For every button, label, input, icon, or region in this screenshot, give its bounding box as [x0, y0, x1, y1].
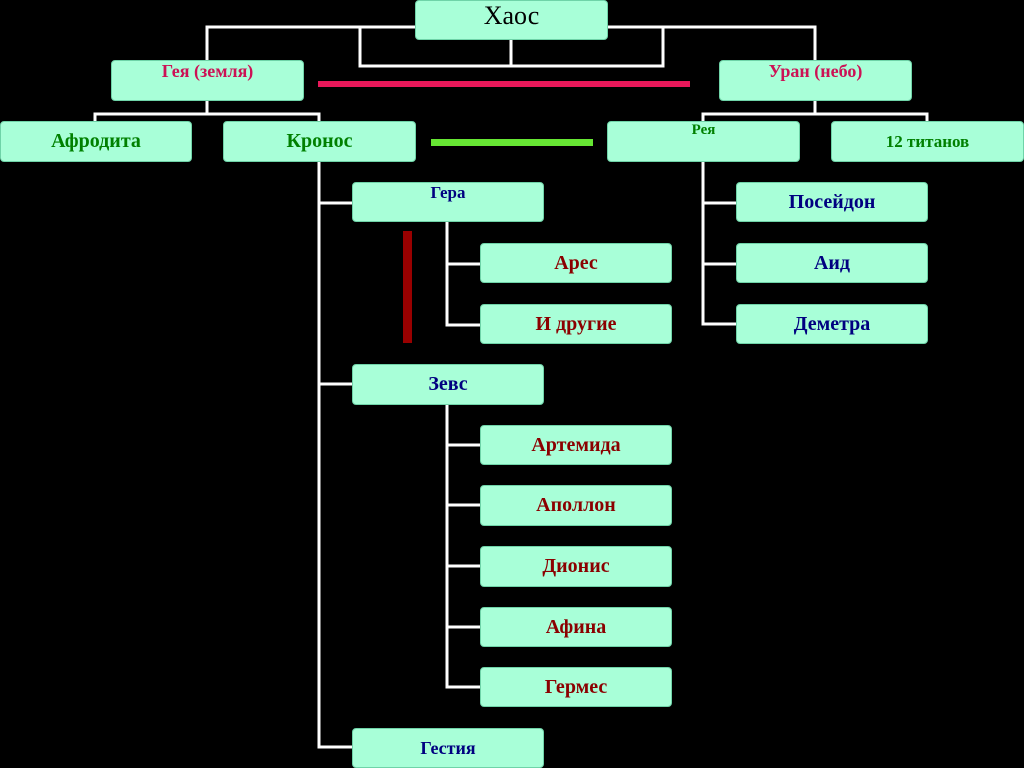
node-hades-label: Аид — [813, 251, 851, 274]
node-poseidon: Посейдон — [736, 182, 928, 222]
node-dionysus: Дионис — [480, 546, 672, 587]
node-kronos-label: Кронос — [286, 130, 353, 152]
node-rhea: Рея — [607, 121, 800, 162]
node-dionysus-label: Дионис — [542, 555, 610, 577]
node-demeter: Деметра — [736, 304, 928, 344]
node-titans-label: 12 титанов — [885, 131, 970, 151]
node-chaos-label: Хаос — [483, 1, 540, 30]
node-rhea-label: Рея — [691, 122, 716, 138]
node-artemis-label: Артемида — [531, 433, 621, 456]
node-hera-label: Гера — [430, 183, 466, 202]
marriage-bar-hera-zeus — [403, 231, 412, 343]
node-athena: Афина — [480, 607, 672, 647]
node-others: И другие — [480, 304, 672, 344]
connector-hera-trunk — [445, 222, 480, 327]
node-chaos: Хаос — [415, 0, 608, 40]
node-kronos: Кронос — [223, 121, 416, 162]
node-aphrodite: Афродита — [0, 121, 192, 162]
marriage-bar-kronos-rhea — [431, 139, 593, 146]
connector-chaos-split — [358, 25, 817, 68]
node-uranus-label: Уран (небо) — [768, 61, 863, 81]
node-ares-label: Арес — [554, 251, 598, 274]
node-artemis: Артемида — [480, 425, 672, 465]
node-hestia-label: Гестия — [420, 737, 476, 758]
connector-uranus-children — [701, 101, 817, 121]
node-others-label: И другие — [535, 312, 617, 335]
node-aphrodite-label: Афродита — [51, 130, 141, 152]
connector-gaia-kronos — [207, 112, 321, 121]
node-titans: 12 титанов — [831, 121, 1024, 162]
connector-rhea-trunk — [701, 162, 736, 326]
connector-kronos-trunk — [317, 162, 352, 749]
connector-chaos-gaia — [205, 25, 415, 60]
connector-uranus-titans — [815, 112, 929, 121]
connector-gaia-children — [93, 101, 209, 121]
node-hermes: Гермес — [480, 667, 672, 707]
node-hestia: Гестия — [352, 728, 544, 768]
node-hades: Аид — [736, 243, 928, 283]
node-uranus: Уран (небо) — [719, 60, 912, 101]
node-apollo-label: Аполлон — [536, 494, 616, 516]
node-hera: Гера — [352, 182, 544, 222]
node-demeter-label: Деметра — [793, 312, 871, 335]
node-apollo: Аполлон — [480, 485, 672, 526]
node-ares: Арес — [480, 243, 672, 283]
node-hermes-label: Гермес — [544, 675, 608, 698]
node-gaia-label: Гея (земля) — [161, 61, 254, 81]
connector-zeus-trunk — [445, 405, 480, 689]
node-athena-label: Афина — [545, 615, 607, 638]
node-zeus-label: Зевс — [428, 373, 468, 395]
node-gaia: Гея (земля) — [111, 60, 304, 101]
node-zeus: Зевс — [352, 364, 544, 405]
node-poseidon-label: Посейдон — [788, 190, 876, 213]
marriage-bar-gaia-uranus — [318, 81, 690, 87]
